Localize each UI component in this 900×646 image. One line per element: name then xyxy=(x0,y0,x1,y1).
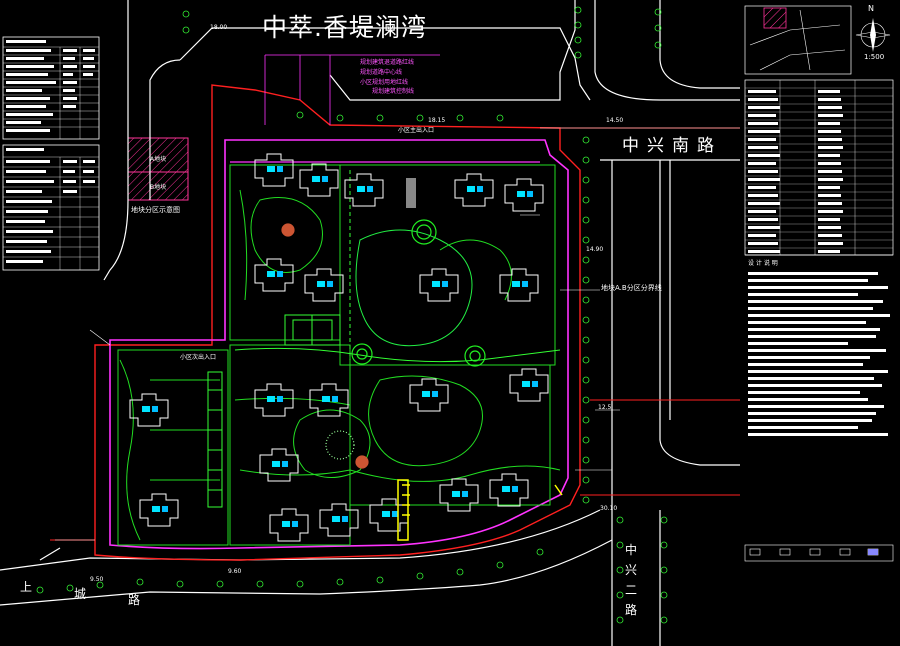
building xyxy=(309,383,349,417)
entrance-strip xyxy=(406,178,416,208)
scale-label: 1:500 xyxy=(864,53,885,61)
yellow-entrance xyxy=(397,479,563,541)
zone-diagram-label: 地块分区示意图 xyxy=(131,206,180,214)
zone-a-label: A地块 xyxy=(150,156,167,163)
secondary-entrance-label: 小区次出入口 xyxy=(180,354,217,361)
plazas xyxy=(281,219,486,469)
zone-diagram xyxy=(127,137,189,201)
road-label-zhongxing-south: 中兴南路 xyxy=(622,136,722,156)
road-label-zhongxing-2: 中兴二路 xyxy=(624,543,637,617)
building xyxy=(344,173,384,207)
elevation-label: 12.5 xyxy=(598,404,612,411)
elevation-label: 18.15 xyxy=(428,117,446,124)
building xyxy=(439,478,479,512)
building xyxy=(489,473,529,507)
building xyxy=(139,493,179,527)
elevation-label: 30.10 xyxy=(600,505,618,512)
sports-court xyxy=(207,314,341,508)
leader-lines xyxy=(55,127,740,541)
building xyxy=(419,268,459,302)
building xyxy=(409,378,449,412)
building xyxy=(269,508,309,542)
landscape-green xyxy=(117,164,561,546)
building xyxy=(129,393,169,427)
elevation-label: 9.60 xyxy=(228,568,242,575)
building xyxy=(299,163,339,197)
zone-b-label: B地块 xyxy=(150,184,167,191)
road-lines xyxy=(0,0,740,646)
north-arrow-label: N xyxy=(868,4,874,13)
elevation-label: 14.50 xyxy=(606,117,624,124)
zone-boundary-label: 地块A.B分区分界线 xyxy=(601,284,662,292)
building xyxy=(254,258,294,292)
elevation-label: 18.00 xyxy=(210,24,228,31)
magenta-setback-line xyxy=(109,139,569,550)
magenta-notes-box xyxy=(264,54,440,125)
right-panel-graphics xyxy=(744,5,894,562)
magenta-note: 规划建筑控制线 xyxy=(372,88,415,95)
drawing-title: 中萃.香堤澜湾 xyxy=(262,13,427,42)
building xyxy=(504,178,544,212)
building xyxy=(254,153,294,187)
elevation-label: 9.50 xyxy=(90,576,104,583)
building xyxy=(304,268,344,302)
magenta-note: 小区规划用地红线 xyxy=(360,79,409,86)
elevation-label: 14.90 xyxy=(586,246,604,253)
main-entrance-label: 小区主出入口 xyxy=(398,127,435,134)
building xyxy=(319,503,359,537)
left-data-table-1 xyxy=(2,36,100,140)
magenta-note: 规划道路中心线 xyxy=(360,69,403,76)
road-trees xyxy=(36,6,668,624)
building xyxy=(499,268,539,302)
building xyxy=(254,383,294,417)
building xyxy=(454,173,494,207)
left-data-table-2 xyxy=(2,144,100,271)
building xyxy=(259,448,299,482)
building xyxy=(509,368,549,402)
magenta-note: 规划建筑退道路红线 xyxy=(360,59,415,66)
notes-title: 设 计 说 明 xyxy=(748,260,778,267)
residential-buildings xyxy=(129,153,549,542)
